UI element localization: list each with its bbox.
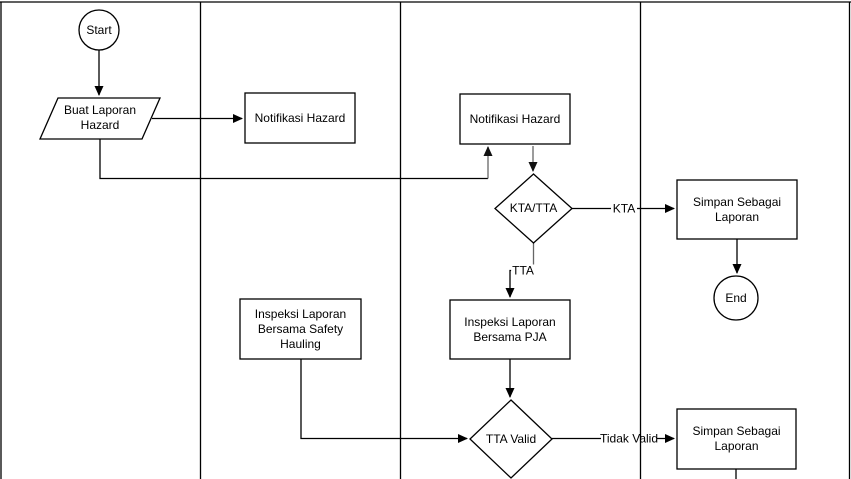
start-node-label[interactable]: Start <box>86 22 112 37</box>
ttavalid-decision-shape[interactable] <box>469 399 553 479</box>
edge-label-tidak-valid: Tidak Valid <box>599 431 659 446</box>
notifikasi2-label[interactable]: Notifikasi Hazard <box>469 111 561 126</box>
notifikasi1-shape[interactable] <box>244 92 356 144</box>
simpan1-label[interactable]: Simpan Sebagai Laporan <box>692 194 782 224</box>
buat-laporan-shape[interactable] <box>39 97 161 140</box>
start-node-shape[interactable] <box>78 9 120 51</box>
inspeksi-pja-shape[interactable] <box>449 299 571 360</box>
ktatta-label[interactable]: KTA/TTA <box>509 201 558 215</box>
edge-label-tta: TTA <box>511 263 535 278</box>
ktatta-decision-shape[interactable] <box>494 173 573 244</box>
inspeksi-pja-label[interactable]: Inspeksi Laporan Bersama PJA <box>464 314 556 344</box>
simpan1-shape[interactable] <box>676 179 798 240</box>
inspeksi-safety-label[interactable]: Inspeksi Laporan Bersama Safety Hauling <box>254 306 347 351</box>
edge-label-kta: KTA <box>612 201 636 216</box>
buat-laporan-label[interactable]: Buat Laporan Hazard <box>63 103 137 132</box>
simpan2-shape[interactable] <box>676 408 797 470</box>
notifikasi1-label[interactable]: Notifikasi Hazard <box>254 110 346 125</box>
end-node-shape[interactable] <box>713 275 759 321</box>
notifikasi2-shape[interactable] <box>459 93 571 145</box>
edge-inspeksi-safety-to-ttavalid[interactable] <box>300 359 468 443</box>
edge-buat-laporan-to-notifikasi2-run[interactable] <box>99 139 488 180</box>
inspeksi-safety-shape[interactable] <box>239 298 362 360</box>
simpan2-label[interactable]: Simpan Sebagai Laporan <box>692 424 781 453</box>
ttavalid-label[interactable]: TTA Valid <box>485 431 537 446</box>
end-node-label[interactable]: End <box>725 290 747 305</box>
